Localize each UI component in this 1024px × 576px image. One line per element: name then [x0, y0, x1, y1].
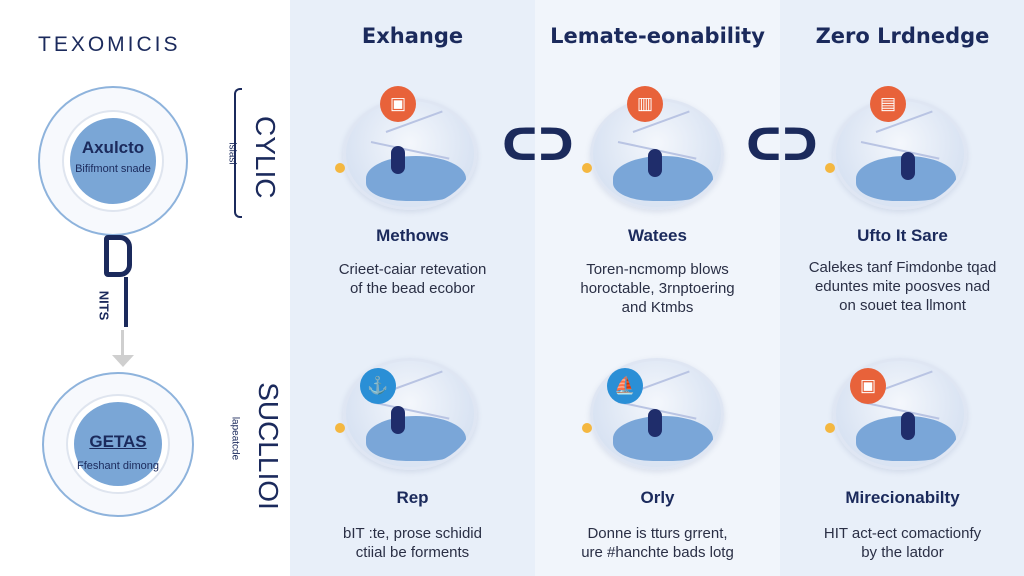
card-title: Ufto It Sare [857, 226, 948, 245]
diagram-title: TEXOMICIS [38, 33, 181, 56]
ground [613, 156, 713, 201]
illustration-bottom [343, 358, 477, 470]
top-bracket [234, 88, 242, 218]
person-figure [648, 409, 662, 437]
card-description: Donne is tturs grrent, ure #hanchte bads … [535, 524, 780, 562]
description-line: bIT :te, prose schidid [343, 525, 482, 542]
column-heading: Zero Lrdnedge [815, 24, 990, 48]
card-description: Toren-ncmomp blows horoctable, 3rnptoerin… [535, 260, 780, 317]
ground [366, 156, 466, 201]
bottom-side-small-label: lapeatcde [229, 416, 241, 461]
person-figure [391, 146, 405, 174]
card-description: HIT act-ect comactionfy by the latdor [780, 524, 1024, 562]
ground [613, 416, 713, 461]
bottom-side-label: SUCLLIOI [253, 382, 284, 510]
description-line: ctiial be forments [355, 544, 470, 561]
building-icon: ▥ [627, 86, 663, 122]
person-figure [391, 406, 405, 434]
loop-arrow-tail [124, 277, 128, 327]
description-line: on souet tea llmont [839, 297, 966, 314]
card-description: Crieet-caiar retevation of the bead ecobo… [290, 260, 535, 298]
link-connector-icon: ᑕᑐ [502, 120, 574, 171]
down-arrow-head [112, 355, 134, 367]
person-figure [901, 152, 915, 180]
bottom-circle-title: GETAS [89, 432, 147, 451]
person-figure [901, 412, 915, 440]
coin-dot [825, 163, 835, 173]
description-line: horoctable, 3rnptoering [580, 280, 735, 297]
ship-icon: ⛵ [607, 368, 643, 404]
down-arrow-icon [121, 330, 124, 358]
card-description: bIT :te, prose schidid ctiial be forments [290, 524, 535, 562]
coin-dot [825, 423, 835, 433]
machine-icon: ▣ [850, 368, 886, 404]
machine-icon: ▣ [380, 86, 416, 122]
column-heading: Lemate-eonability [550, 24, 765, 48]
coin-dot [582, 163, 592, 173]
coin-dot [335, 163, 345, 173]
column-heading: Exhange [361, 24, 464, 48]
document-icon: ▤ [870, 86, 906, 122]
description-line: Crieet-caiar retevation [338, 261, 487, 278]
description-line: HIT act-ect comactionfy [823, 525, 982, 542]
description-line: Donne is tturs grrent, [587, 525, 728, 542]
illustration-bottom [833, 358, 967, 470]
link-connector-icon: ᑕᑐ [746, 120, 818, 171]
coin-dot [582, 423, 592, 433]
illustration-top [833, 98, 967, 210]
top-circle-title: Axulcto [81, 138, 145, 157]
mid-label: NITS [96, 290, 112, 321]
description-line: eduntes mite poosves nad [814, 278, 991, 295]
anchor-icon: ⚓ [360, 368, 396, 404]
top-cycle-ring: Axulcto Bififmont snade [38, 86, 188, 236]
card-title: Mirecionabilty [845, 488, 960, 507]
top-circle-subtitle: Bififmont snade [75, 163, 151, 175]
description-line: ure #hanchte bads lotg [581, 544, 734, 561]
description-line: of the bead ecobor [349, 280, 476, 297]
card-title: Methows [376, 226, 449, 245]
illustration-top [590, 98, 724, 210]
description-line: and Ktmbs [621, 299, 694, 316]
description-line: Toren-ncmomp blows [586, 261, 729, 278]
ground [366, 416, 466, 461]
card-description: Calekes tanf Fimdonbe tqad eduntes mite p… [780, 258, 1024, 315]
card-title: Watees [628, 226, 687, 245]
loop-arrow-icon [104, 235, 132, 277]
description-line: Calekes tanf Fimdonbe tqad [808, 259, 997, 276]
description-line: by the latdor [861, 544, 944, 561]
top-side-label: CYLIC [250, 116, 281, 199]
bottom-cycle-ring: GETAS Ffeshant dimong [42, 372, 194, 517]
coin-dot [335, 423, 345, 433]
card-title: Orly [640, 488, 675, 507]
bottom-circle-subtitle: Ffeshant dimong [77, 460, 159, 472]
top-side-small-label: isiasi [226, 142, 238, 165]
card-title: Rep [396, 488, 429, 507]
person-figure [648, 149, 662, 177]
